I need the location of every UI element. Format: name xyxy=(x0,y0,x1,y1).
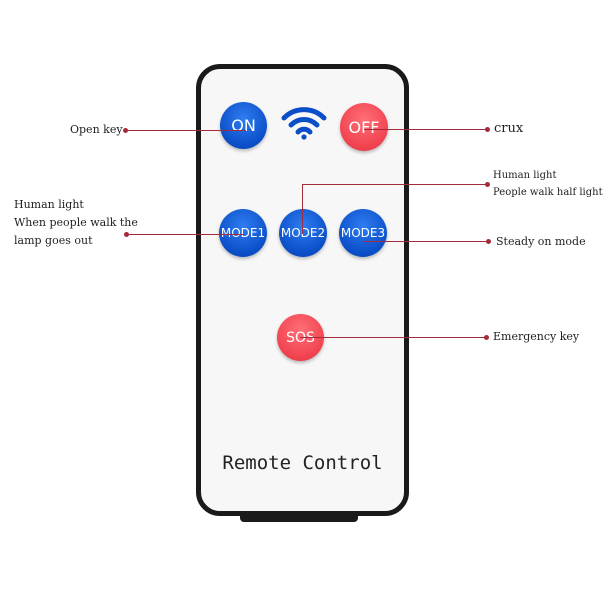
mode2-leader-dot xyxy=(485,182,490,187)
crux-label: crux xyxy=(494,121,524,136)
mode1-label-line1: Human light xyxy=(14,198,84,211)
remote-bottom-edge xyxy=(240,514,358,522)
remote-title: Remote Control xyxy=(222,452,383,474)
sos-label: Emergency key xyxy=(493,330,580,343)
mode3-leader xyxy=(363,241,488,242)
mode2-button[interactable]: MODE2 xyxy=(279,209,327,257)
wifi-icon xyxy=(281,106,327,142)
on-button[interactable]: ON xyxy=(220,102,267,149)
open-key-label: Open key xyxy=(70,123,123,136)
sos-leader-dot xyxy=(484,335,489,340)
mode1-button-label: MODE1 xyxy=(220,226,266,240)
crux-leader xyxy=(364,129,487,130)
mode1-leader xyxy=(127,234,244,235)
mode2-leader-horizontal xyxy=(302,184,488,185)
on-button-label: ON xyxy=(231,116,256,135)
mode2-label-line2: People walk half light xyxy=(493,187,603,198)
open-key-leader xyxy=(126,130,246,131)
mode2-leader-vertical xyxy=(302,184,303,234)
mode3-button[interactable]: MODE3 xyxy=(339,209,387,257)
off-button[interactable]: OFF xyxy=(340,103,388,151)
mode3-label: Steady on mode xyxy=(496,235,586,248)
sos-leader xyxy=(300,337,486,338)
mode3-leader-dot xyxy=(486,239,491,244)
mode1-leader-dot xyxy=(124,232,129,237)
mode3-button-label: MODE3 xyxy=(340,226,386,240)
crux-leader-dot xyxy=(485,127,490,132)
mode1-label-line2: When people walk the xyxy=(14,216,138,229)
open-key-leader-dot xyxy=(123,128,128,133)
mode2-label-line1: Human light xyxy=(493,170,557,181)
mode1-label-line3: lamp goes out xyxy=(14,234,93,247)
mode1-button[interactable]: MODE1 xyxy=(219,209,267,257)
off-button-label: OFF xyxy=(348,117,380,137)
